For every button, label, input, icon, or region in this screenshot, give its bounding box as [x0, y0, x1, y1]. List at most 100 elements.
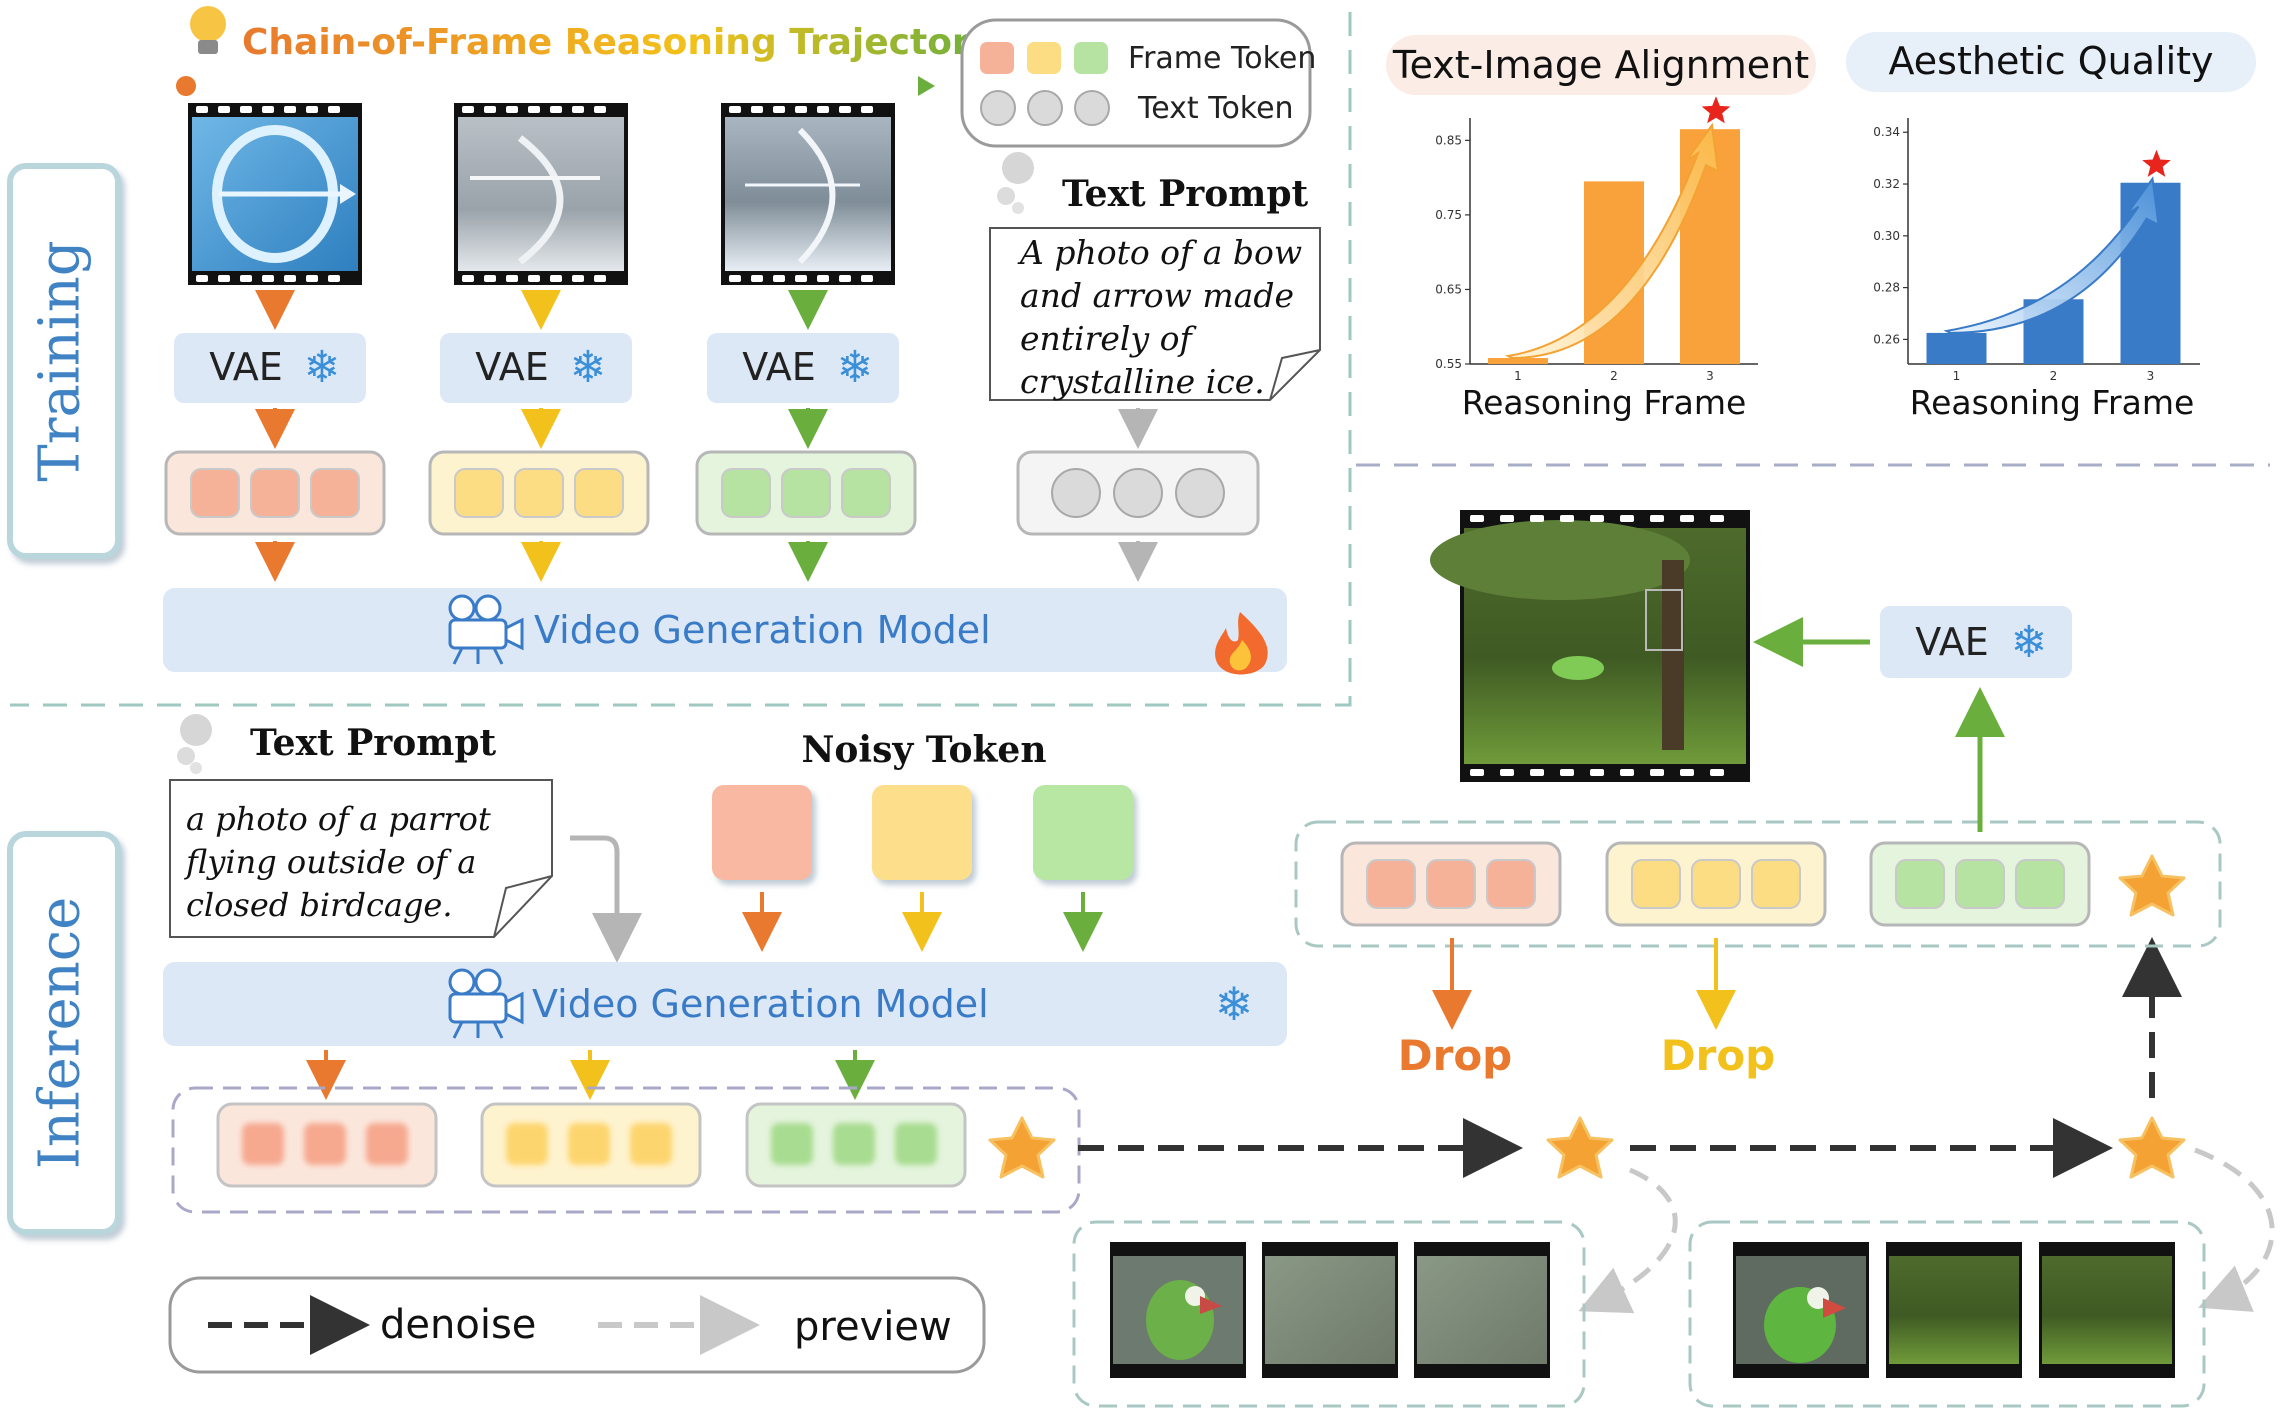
thought-bubble-icon: [997, 152, 1034, 214]
preview-frame-1b: [1262, 1242, 1398, 1378]
snowflake-icon: ❄: [304, 342, 341, 393]
lightbulb-icon: [190, 6, 226, 54]
prompt-to-model-arrow: [570, 835, 642, 963]
final-token-group-orange: [1340, 841, 1562, 927]
red-star-icon: [1701, 96, 1731, 124]
star-icon: [1546, 1116, 1614, 1179]
inference-prompt-body: a photo of a parrot flying outside of a …: [184, 800, 501, 924]
vae-label-3: VAE: [742, 345, 816, 389]
inference-vae-label: VAE: [1915, 620, 1989, 664]
snowflake-icon: ❄: [837, 342, 874, 393]
inference-side-label: Inference: [7, 831, 121, 1235]
inference-prompt-line-2: flying outside of a: [184, 843, 476, 881]
inference-model-label: Video Generation Model: [532, 982, 989, 1026]
trajectory-header: Chain-of-Frame Reasoning Trajectory: [176, 6, 993, 96]
trend-arrow: [1943, 176, 2160, 334]
x-tick-label: 3: [1706, 369, 1714, 383]
chart-title-alignment: Text-Image Alignment: [1392, 43, 1809, 87]
video-camera-icon: [448, 594, 524, 665]
training-prompt-line-4: crystalline ice.: [1020, 362, 1265, 401]
final-token-section: Drop Drop: [1294, 687, 2222, 1080]
token-group-green: [695, 450, 917, 536]
red-star-icon: [2142, 149, 2171, 177]
blurred-token-group-orange: [216, 1102, 438, 1188]
star-icon: [2118, 1116, 2186, 1179]
training-prompt-body: A photo of a bow and arrow made entirely…: [1017, 233, 1313, 401]
training-frames: [188, 103, 895, 285]
y-tick-label: 0.34: [1873, 125, 1900, 139]
noisy-token-section: Noisy Token: [712, 729, 1133, 952]
bar-1: [1488, 358, 1548, 364]
preview-frame-1a: [1110, 1242, 1246, 1378]
chart-xlabel-aesthetic: Reasoning Frame: [1910, 383, 2195, 422]
preview-strip-1: [1072, 1220, 1586, 1408]
training-border: [10, 12, 1352, 707]
final-token-group-green: [1869, 841, 2091, 927]
training-text-prompt-title: Text Prompt: [1062, 173, 1309, 215]
legend-preview: preview: [794, 1304, 952, 1350]
training-label: Training: [28, 240, 93, 481]
film-frame-2: [454, 103, 628, 285]
inference-vae-box: VAE ❄: [1753, 606, 2072, 678]
x-tick-label: 3: [2147, 369, 2155, 383]
y-tick-label: 0.75: [1435, 208, 1462, 222]
preview-frame-2b: [1886, 1242, 2022, 1378]
inference-denoised-tokens: [171, 1086, 1081, 1214]
inference-text-prompt: Text Prompt a photo of a parrot flying o…: [169, 714, 642, 963]
inference-arrows-down: [306, 1050, 875, 1100]
training-side-label: Training: [7, 163, 121, 559]
y-tick-label: 0.26: [1873, 332, 1900, 346]
inference-label: Inference: [28, 897, 93, 1170]
noisy-token-orange: [712, 785, 812, 880]
star-icon: [2118, 854, 2186, 917]
noisy-token-title: Noisy Token: [801, 729, 1046, 771]
arrow-legend: denoise preview: [168, 1276, 986, 1374]
drop-label-orange: Drop: [1398, 1031, 1513, 1080]
trajectory-start-dot: [176, 76, 196, 96]
snowflake-icon: ❄: [2011, 617, 2048, 668]
preview-arrow-1: [1578, 1167, 1678, 1314]
inference-text-prompt-title: Text Prompt: [250, 722, 497, 764]
training-token-row: [164, 450, 1260, 536]
fire-icon: [1215, 612, 1268, 675]
x-tick-label: 1: [1514, 369, 1522, 383]
output-frame: [1430, 510, 1750, 782]
legend-text-token: Text Token: [1137, 91, 1294, 126]
trend-arrow: [1504, 122, 1720, 360]
training-text-prompt: Text Prompt A photo of a bow and arrow m…: [989, 152, 1321, 449]
video-camera-icon: [448, 968, 524, 1039]
trajectory-title: Chain-of-Frame Reasoning Trajectory: [242, 22, 993, 63]
film-frame-3: [721, 103, 895, 285]
y-tick-label: 0.85: [1435, 133, 1462, 147]
inference-model-block: Video Generation Model ❄: [163, 962, 1287, 1046]
training-vae-row: VAE ❄ VAE ❄ VAE ❄: [174, 333, 899, 403]
bar-3: [1680, 129, 1740, 364]
preview-arrow-2: [2194, 1147, 2275, 1312]
training-prompt-line-1: A photo of a bow: [1017, 233, 1302, 272]
vae-box-3: VAE ❄: [707, 333, 899, 403]
y-tick-label: 0.65: [1435, 282, 1462, 296]
final-token-group-yellow: [1605, 841, 1827, 927]
legend-frame-token: Frame Token: [1128, 41, 1316, 76]
token-group-yellow: [428, 450, 650, 536]
training-arrows-1: [255, 290, 828, 330]
training-model-label: Video Generation Model: [534, 608, 991, 652]
y-tick-label: 0.30: [1873, 229, 1900, 243]
star-icon: [988, 1116, 1056, 1179]
legend-denoise: denoise: [380, 1302, 536, 1348]
vae-label-2: VAE: [475, 345, 549, 389]
preview-frame-2c: [2039, 1242, 2175, 1378]
noisy-token-yellow: [872, 785, 972, 880]
section-dividers: [10, 12, 2270, 707]
y-tick-label: 0.32: [1873, 177, 1900, 191]
thought-bubble-icon: [177, 714, 212, 774]
x-tick-label: 1: [1953, 369, 1961, 383]
snowflake-icon: ❄: [1215, 977, 1254, 1031]
preview-curves: [1578, 1147, 2275, 1314]
blurred-token-group-green: [745, 1102, 967, 1188]
